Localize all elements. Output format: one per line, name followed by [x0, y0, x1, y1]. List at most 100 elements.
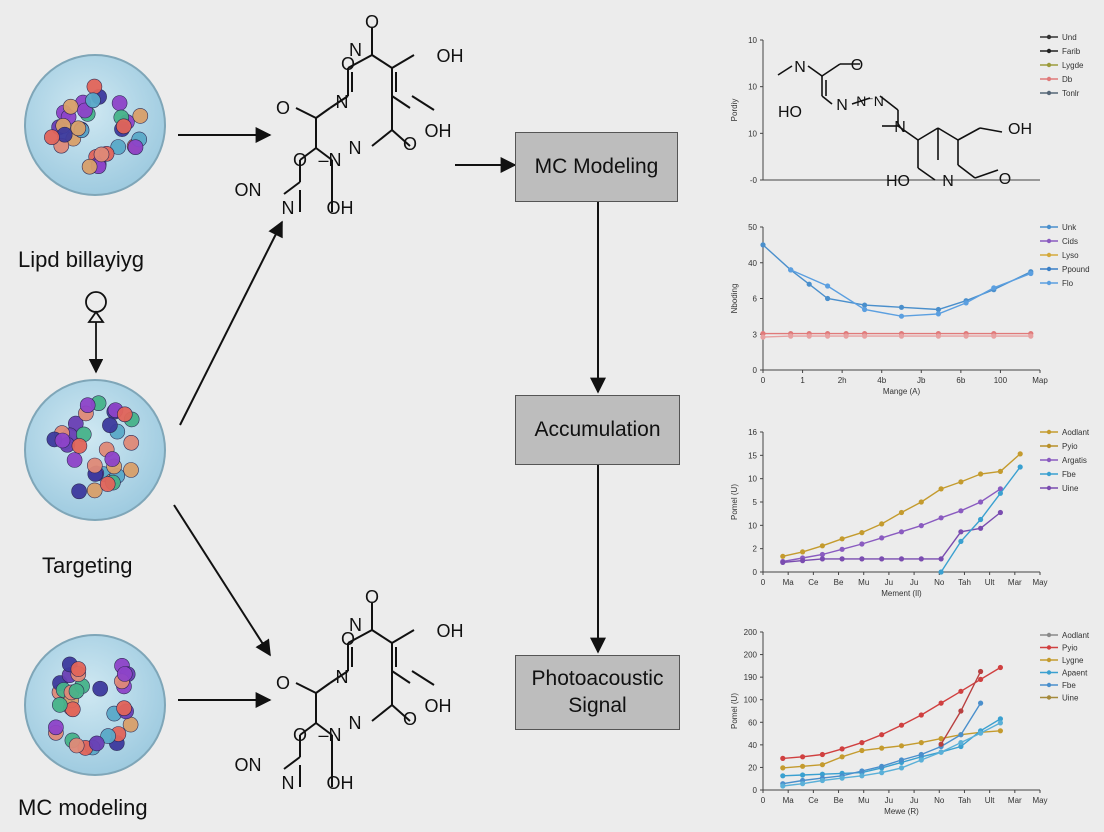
data-point — [788, 333, 794, 339]
legend-label: Lygde — [1062, 61, 1084, 70]
legend-marker — [1046, 280, 1052, 286]
bond — [315, 147, 333, 161]
data-point — [938, 749, 944, 755]
x-tick-label: 100 — [994, 376, 1008, 385]
x-tick-label: Ce — [808, 578, 819, 587]
data-point — [879, 745, 885, 751]
y-tick-label: 15 — [748, 451, 757, 460]
data-point — [963, 300, 969, 306]
bond — [347, 54, 373, 69]
data-point — [859, 768, 865, 774]
data-point — [918, 523, 924, 529]
y-tick-label: 10 — [748, 475, 757, 484]
bond — [371, 704, 393, 722]
atom-O: O — [293, 150, 307, 170]
label-mc-modeling: MC modeling — [18, 795, 148, 820]
data-point — [839, 556, 845, 562]
data-point — [938, 515, 944, 521]
x-tick-label: Ult — [985, 796, 996, 805]
bond — [391, 54, 415, 69]
x-tick-label: Ce — [808, 796, 819, 805]
bond — [295, 682, 317, 694]
x-tick-label: 2h — [838, 376, 847, 385]
legend-marker — [1046, 224, 1052, 230]
data-point — [958, 688, 964, 694]
data-point — [991, 333, 997, 339]
series-line — [762, 244, 1032, 311]
bond — [391, 95, 411, 109]
data-point — [800, 549, 806, 555]
bond — [821, 95, 833, 105]
label-targeting: Targeting — [42, 553, 133, 578]
y-tick-label: 2 — [753, 545, 758, 554]
bond — [329, 670, 349, 684]
x-tick-label: No — [934, 796, 945, 805]
legend-label: Tonlr — [1062, 89, 1080, 98]
bond — [979, 127, 1003, 133]
bond — [329, 95, 349, 109]
data-point — [997, 486, 1004, 492]
mc-modeling-sphere — [24, 634, 166, 776]
atom-O: O — [276, 98, 290, 118]
sphere-particle — [54, 432, 71, 449]
data-point — [780, 559, 786, 566]
y-tick-label: 6 — [753, 295, 758, 304]
legend-label: Db — [1062, 75, 1073, 84]
atom-OH: OH — [327, 198, 354, 218]
x-tick-label: Ma — [783, 578, 795, 587]
sphere-particle — [93, 146, 110, 163]
data-point — [978, 516, 984, 523]
legend-marker — [1046, 429, 1052, 435]
sphere-particle — [89, 735, 105, 752]
sphere-particle — [123, 462, 139, 478]
legend-marker — [1046, 695, 1052, 700]
atom-N-minus: –N — [318, 725, 341, 745]
sphere-particle — [116, 666, 133, 682]
bond — [937, 127, 959, 141]
legend-marker — [1046, 90, 1052, 96]
legend-marker — [1046, 443, 1052, 449]
data-point — [997, 490, 1004, 496]
data-point — [898, 757, 905, 763]
sphere-particle — [51, 697, 68, 713]
legend-marker — [1046, 76, 1052, 82]
bond — [347, 629, 373, 644]
x-tick-label: Be — [834, 578, 844, 587]
y-tick-label: 10 — [748, 83, 757, 92]
x-tick-label: 0 — [761, 578, 766, 587]
data-point — [918, 556, 924, 562]
atom-N: N — [894, 119, 906, 136]
sphere-particle — [116, 406, 133, 423]
legend-marker — [1046, 48, 1052, 54]
atom-ON: ON — [235, 755, 262, 775]
series-line — [782, 730, 1001, 769]
data-point — [1028, 333, 1034, 339]
y-tick-label: 10 — [748, 36, 757, 45]
atom-O: O — [365, 12, 379, 32]
data-point — [978, 525, 984, 531]
box-photoacoustic-text: Photoacoustic — [531, 667, 664, 691]
bond — [411, 670, 435, 686]
data-point — [997, 728, 1004, 734]
data-point — [780, 765, 786, 771]
legend-label: Fbe — [1062, 470, 1076, 479]
x-axis-label: Mewe (R) — [884, 807, 919, 816]
legend-marker — [1046, 670, 1052, 675]
legend-marker — [1046, 632, 1052, 638]
atom-O: O — [403, 709, 417, 729]
data-point — [918, 499, 924, 505]
y-axis-label: Pomel (U) — [730, 693, 739, 729]
sphere-particle — [122, 716, 139, 733]
sphere-particle — [44, 129, 60, 145]
data-point — [819, 771, 826, 777]
x-tick-label: May — [1032, 796, 1047, 805]
x-tick-label: Mu — [858, 578, 869, 587]
targeting-connector-icon — [85, 291, 107, 374]
data-point — [958, 529, 964, 535]
legend-label: Fbe — [1062, 681, 1076, 690]
bond — [299, 147, 317, 161]
sphere-particle — [110, 139, 127, 155]
